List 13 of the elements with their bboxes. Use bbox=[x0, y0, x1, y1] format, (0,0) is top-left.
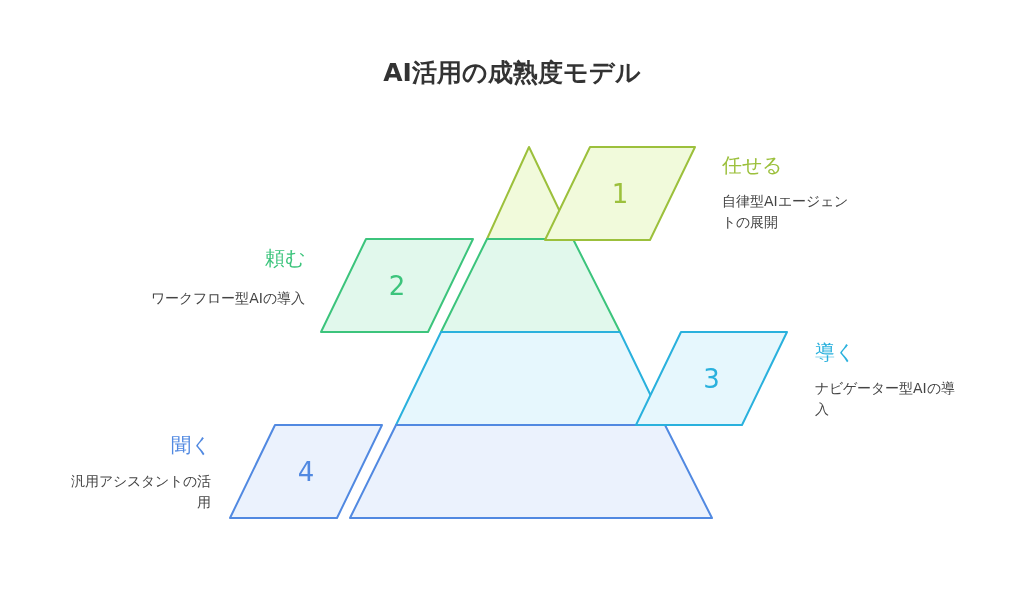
parallelogram-box: 3 bbox=[635, 331, 788, 426]
parallelogram-box: 2 bbox=[320, 238, 474, 333]
stage-heading: 聞く bbox=[170, 433, 211, 457]
title: AI活用の成熟度モデル bbox=[382, 58, 642, 88]
stage-description: 自律型AIエージェントの展開 bbox=[722, 192, 849, 232]
stage-heading: 頼む bbox=[264, 246, 305, 270]
stage-heading: 導く bbox=[815, 340, 855, 364]
parallelogram-box: 1 bbox=[544, 146, 696, 241]
stage-heading: 任せる bbox=[722, 153, 782, 177]
stage-description: ナビゲーター型AIの導入 bbox=[815, 379, 956, 419]
stage-description: ワークフロー型AIの導入 bbox=[150, 289, 305, 308]
parallelogram-box: 4 bbox=[229, 424, 383, 519]
stage-description: 汎用アシスタントの活用 bbox=[70, 472, 211, 512]
